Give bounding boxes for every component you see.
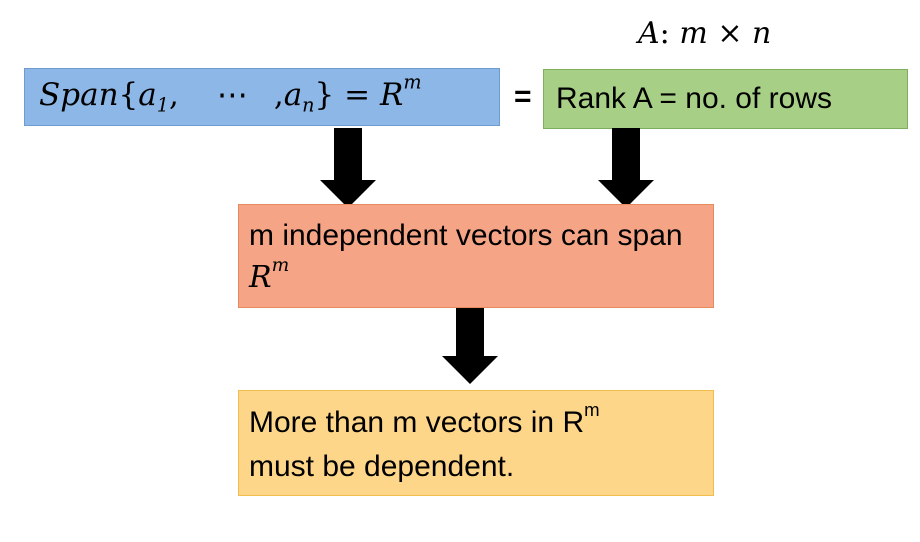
times-sign: ×: [717, 16, 743, 51]
span-box: Span{a1,⋯,an} = Rm: [24, 68, 500, 126]
vector-an: a: [283, 77, 303, 113]
open-brace: {: [118, 77, 139, 113]
down-arrow-left: [320, 128, 376, 208]
rank-box: Rank A = no. of rows: [543, 69, 908, 129]
dependence-statement: More than m vectors in Rm must be depend…: [249, 399, 600, 489]
matrix-rows: m: [679, 16, 708, 51]
matrix-colon: :: [659, 16, 670, 51]
superscript-m-3: m: [584, 399, 600, 421]
subscript-n: n: [302, 93, 315, 117]
space-r-2: R: [249, 260, 272, 295]
superscript-m: m: [403, 70, 422, 94]
span-func: Span: [39, 77, 119, 113]
matrix-dimension-label: A: m × n: [638, 16, 771, 51]
down-arrow-right: [598, 128, 654, 208]
rank-statement: Rank A = no. of rows: [556, 82, 832, 115]
comma-1: ,: [168, 77, 179, 113]
span-equals: =: [344, 77, 371, 113]
independence-box: m independent vectors can span Rm: [238, 204, 714, 308]
space-r: R: [379, 77, 404, 113]
dependence-text-2: must be dependent.: [249, 450, 515, 483]
matrix-var: A: [638, 16, 660, 51]
superscript-m-2: m: [271, 255, 290, 277]
ellipsis: ⋯: [216, 77, 248, 113]
dependence-box: More than m vectors in Rm must be depend…: [238, 390, 714, 496]
subscript-1: 1: [156, 93, 169, 117]
independence-text: m independent vectors can span: [249, 219, 683, 252]
span-equation: Span{a1,⋯,an} = Rm: [39, 73, 422, 115]
down-arrow-center: [442, 308, 498, 384]
close-brace: }: [314, 77, 335, 113]
independence-statement: m independent vectors can span Rm: [249, 215, 713, 299]
comma-2: ,: [273, 77, 284, 113]
equals-sign: =: [514, 80, 532, 113]
matrix-cols: n: [752, 16, 772, 51]
dependence-text: More than m vectors in R: [249, 406, 585, 439]
vector-a1: a: [138, 77, 157, 113]
